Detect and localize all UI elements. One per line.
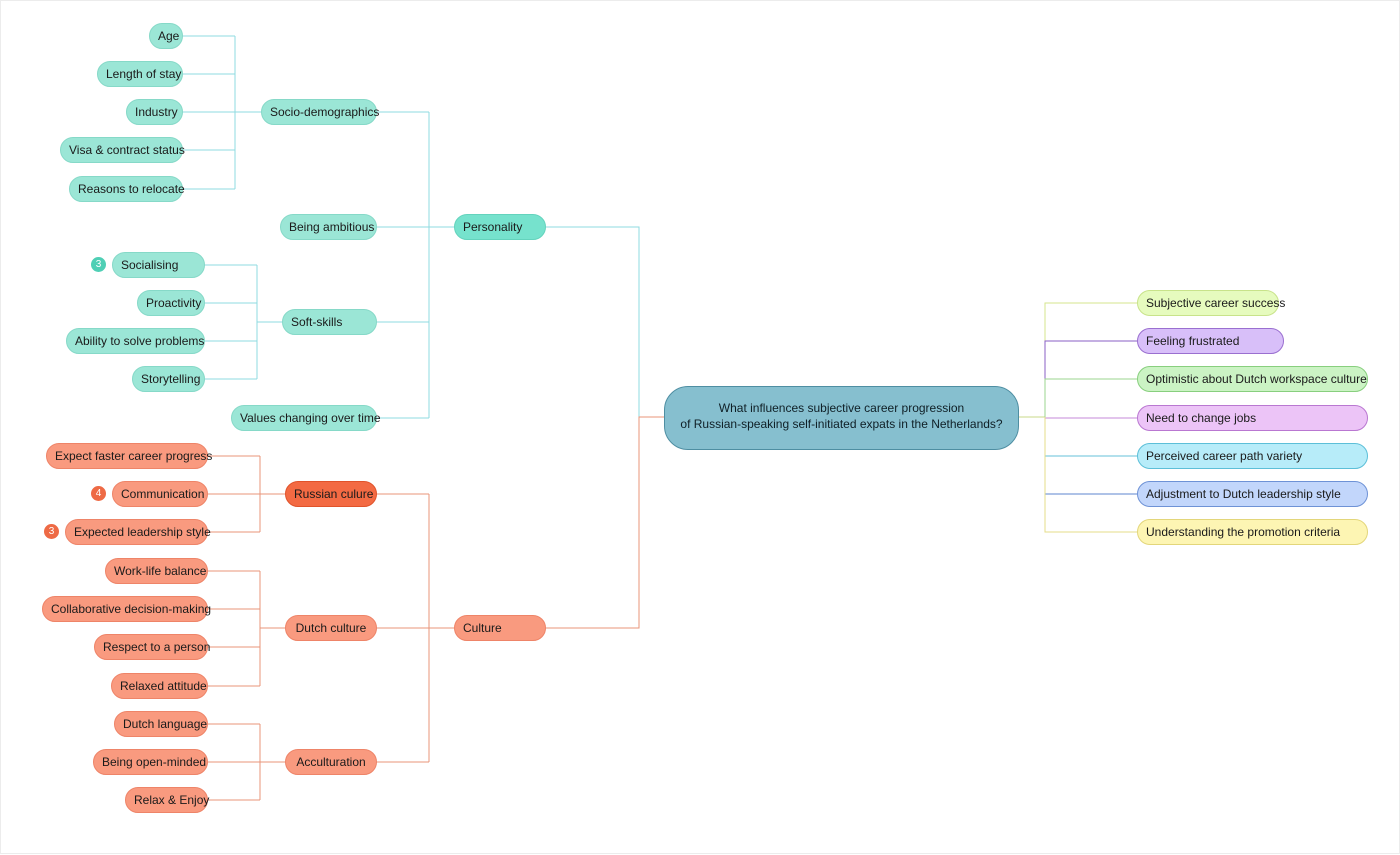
connector-outcome-6 (1044, 417, 1137, 495)
outcome-need-change-jobs[interactable]: Need to change jobs (1137, 405, 1368, 431)
leaf-socialising[interactable]: Socialising (112, 252, 205, 278)
outcome-optimistic-dutch-culture[interactable]: Optimistic about Dutch workspace culture (1137, 366, 1368, 392)
leaf-age[interactable]: Age (149, 23, 183, 49)
leaf-work-life-balance[interactable]: Work-life balance (105, 558, 208, 584)
subtopic-dutch-culture[interactable]: Dutch culture (285, 615, 377, 641)
leaf-reasons-relocate[interactable]: Reasons to relocate (69, 176, 185, 202)
connector-center-personality (546, 226, 664, 418)
leaf-expect-faster-progress[interactable]: Expect faster career progress (46, 443, 212, 469)
leaf-ability-solve-problems[interactable]: Ability to solve problems (66, 328, 205, 354)
outcome-career-path-variety[interactable]: Perceived career path variety (1137, 443, 1368, 469)
leaf-industry[interactable]: Industry (126, 99, 183, 125)
central-topic[interactable]: What influences subjective career progre… (664, 386, 1019, 450)
leaf-collaborative-decision[interactable]: Collaborative decision-making (42, 596, 211, 622)
leaf-length-of-stay[interactable]: Length of stay (97, 61, 183, 87)
count-badge-communication: 4 (91, 486, 106, 501)
central-topic-line-2: of Russian-speaking self-initiated expat… (680, 417, 1003, 431)
subtopic-russian-culture[interactable]: Russian culure (285, 481, 377, 507)
connector-outcome-7 (1044, 417, 1137, 533)
connector-culture-subtopics (377, 493, 454, 763)
outcome-adjust-leadership-style[interactable]: Adjustment to Dutch leadership style (1137, 481, 1368, 507)
topic-culture[interactable]: Culture (454, 615, 546, 641)
leaf-proactivity[interactable]: Proactivity (137, 290, 205, 316)
outcome-promotion-criteria[interactable]: Understanding the promotion criteria (1137, 519, 1368, 545)
subtopic-being-ambitious[interactable]: Being ambitious (280, 214, 377, 240)
subtopic-socio-demographics[interactable]: Socio-demographics (261, 99, 379, 125)
leaf-communication[interactable]: Communication (112, 481, 208, 507)
leaf-storytelling[interactable]: Storytelling (132, 366, 205, 392)
topic-personality[interactable]: Personality (454, 214, 546, 240)
connector-personality-subtopics (377, 111, 454, 419)
subtopic-acculturation[interactable]: Acculturation (285, 749, 377, 775)
connector-accult-leaves (208, 723, 285, 801)
connector-outcome-2 (1044, 340, 1137, 417)
connector-socio-leaves (183, 35, 261, 190)
leaf-dutch-language[interactable]: Dutch language (114, 711, 208, 737)
subtopic-values-changing[interactable]: Values changing over time (231, 405, 381, 431)
central-topic-line-1: What influences subjective career progre… (718, 401, 965, 415)
subtopic-soft-skills[interactable]: Soft-skills (282, 309, 377, 335)
leaf-relax-enjoy[interactable]: Relax & Enjoy (125, 787, 209, 813)
connector-outcome-3 (1044, 378, 1137, 417)
leaf-being-open-minded[interactable]: Being open-minded (93, 749, 208, 775)
leaf-respect-person[interactable]: Respect to a person (94, 634, 210, 660)
count-badge-leadership: 3 (44, 524, 59, 539)
leaf-expected-leadership[interactable]: Expected leadership style (65, 519, 211, 545)
connector-outcome-5 (1044, 417, 1137, 457)
leaf-visa-contract[interactable]: Visa & contract status (60, 137, 185, 163)
leaf-relaxed-attitude[interactable]: Relaxed attitude (111, 673, 208, 699)
outcome-subjective-career-success[interactable]: Subjective career success (1137, 290, 1285, 316)
connector-center-culture (546, 416, 664, 629)
count-badge-socialising: 3 (91, 257, 106, 272)
connector-dutch-leaves (208, 570, 285, 687)
connector-soft-leaves (205, 264, 282, 380)
connector-russian-leaves (208, 455, 285, 533)
connector-outcome-1 (1044, 302, 1137, 417)
outcome-feeling-frustrated[interactable]: Feeling frustrated (1137, 328, 1284, 354)
